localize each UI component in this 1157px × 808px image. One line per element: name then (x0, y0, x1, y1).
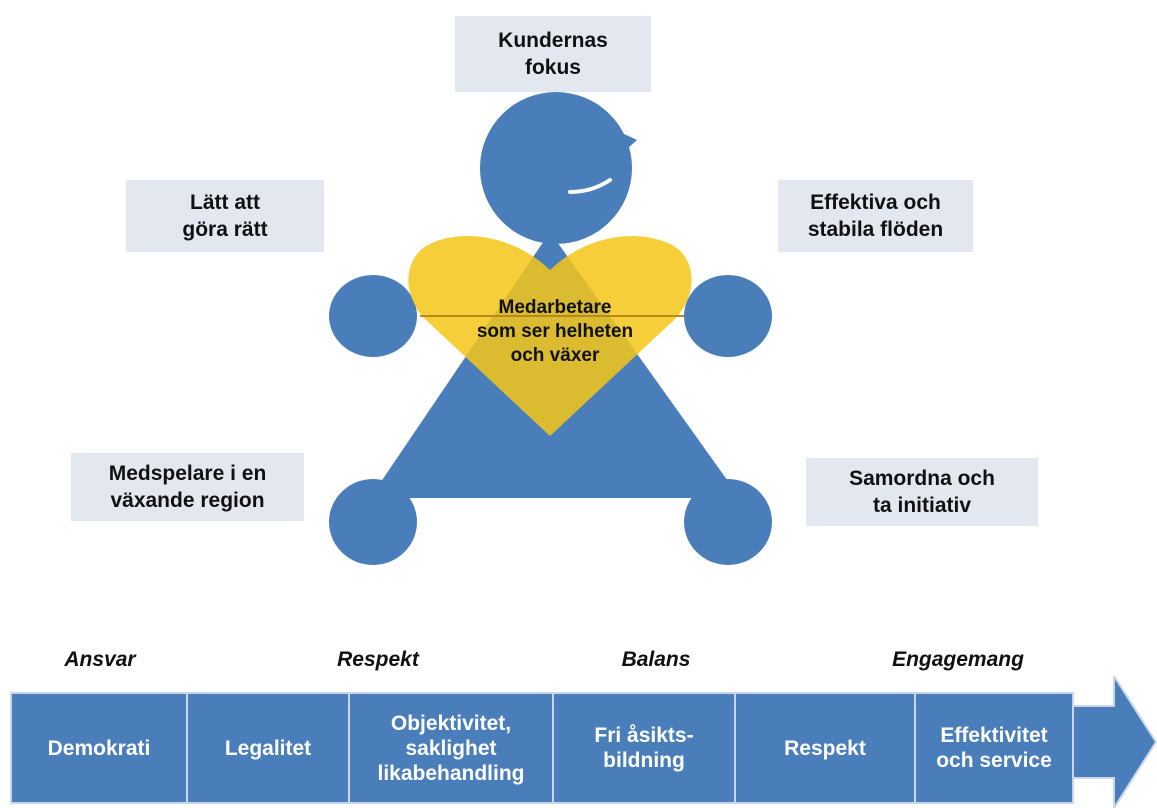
value-balans: Balans (621, 648, 691, 671)
strip-cell-objektivitet: Objektivitet, saklighet likabehandling (348, 692, 554, 804)
principle-top: Kundernas fokus (455, 16, 651, 92)
heart (408, 236, 692, 436)
principle-upper-right: Effektiva och stabila flöden (778, 180, 973, 252)
value-respekt: Respekt (337, 648, 419, 671)
center-label: Medarbetare som ser helheten och växer (476, 297, 634, 366)
principle-upper-left: Lätt att göra rätt (126, 180, 324, 252)
left-hand (329, 275, 417, 357)
person-figure (329, 92, 772, 565)
strip-cell-fri-asiktsbildning: Fri åsikts- bildning (552, 692, 736, 804)
strip-cell-demokrati: Demokrati (10, 692, 188, 804)
smile (568, 178, 612, 194)
principle-lower-right: Samordna och ta initiativ (806, 458, 1038, 526)
left-foot (329, 479, 417, 565)
value-ansvar: Ansvar (64, 648, 136, 671)
strip-cell-respekt: Respekt (734, 692, 916, 804)
right-hand (684, 275, 772, 357)
principle-lower-left: Medspelare i en växande region (71, 453, 304, 521)
strip-cell-legalitet: Legalitet (186, 692, 350, 804)
right-foot (684, 479, 772, 565)
value-engagemang: Engagemang (892, 648, 1024, 671)
strip-arrow (1072, 676, 1157, 808)
strip-cell-effektivitet: Effektivitet och service (914, 692, 1074, 804)
cap-visor (598, 122, 637, 168)
head (480, 92, 632, 244)
